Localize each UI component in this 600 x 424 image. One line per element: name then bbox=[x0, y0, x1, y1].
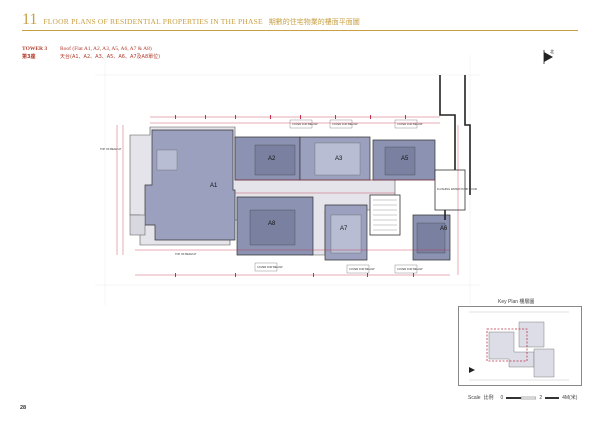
unit-a8: A8 bbox=[236, 196, 314, 256]
unit-label-a2: A2 bbox=[268, 156, 276, 162]
dimension-ticks bbox=[175, 115, 414, 277]
unit-label-a3: A3 bbox=[335, 156, 343, 162]
unit-label-a8: A8 bbox=[268, 221, 276, 227]
page-number: 28 bbox=[20, 405, 27, 411]
floor-plan-drawing: A1 A2 A3 A5 A8 A7 bbox=[95, 55, 480, 305]
unit-label-a6: A6 bbox=[440, 226, 448, 232]
scale-bar-graphic-2 bbox=[545, 396, 560, 399]
floor-label-zh: 天台(A1、A2、A3、A5、A6、A7及A8單位) bbox=[60, 54, 161, 60]
dimension-lines bbox=[116, 116, 459, 276]
plan-notes: COVER FOR BELOW COVER FOR BELOW COVER FO… bbox=[100, 119, 423, 274]
svg-text:TOP OF BEAM AT: TOP OF BEAM AT bbox=[100, 147, 122, 151]
floor-subtitle: TOWER 3 Roof (Flat A1, A2, A3, A5, A6, A7… bbox=[22, 45, 160, 61]
svg-text:北: 北 bbox=[550, 48, 554, 54]
svg-text:COVER FOR BELOW: COVER FOR BELOW bbox=[332, 122, 358, 126]
tower-label-zh: 第3座 bbox=[22, 54, 36, 60]
north-arrow-icon: 北 bbox=[543, 48, 554, 64]
floor-label-en: Roof (Flat A1, A2, A3, A5, A6, A7 & A8) bbox=[60, 46, 152, 52]
stair-core bbox=[369, 194, 401, 236]
scale-label-zh: 比例 bbox=[483, 395, 494, 401]
scale-bar-graphic bbox=[506, 396, 537, 399]
key-plan-diagram bbox=[458, 306, 582, 386]
unit-a6: A6 bbox=[412, 214, 451, 261]
svg-text:COVER FOR BELOW: COVER FOR BELOW bbox=[292, 122, 318, 126]
svg-text:COVER FOR BELOW: COVER FOR BELOW bbox=[349, 267, 375, 271]
header-rule bbox=[22, 30, 578, 31]
unit-a1: A1 bbox=[144, 129, 236, 241]
scale-tick-2: 2 bbox=[539, 394, 543, 401]
svg-text:COVER FOR BELOW: COVER FOR BELOW bbox=[397, 122, 423, 126]
unit-a2: A2 bbox=[234, 136, 301, 181]
pump-room-label: FLUSHING WATER PUMP ROOM bbox=[437, 187, 477, 191]
section-number: 11 bbox=[22, 11, 38, 28]
section-header: 11 FLOOR PLANS OF RESIDENTIAL PROPERTIES… bbox=[22, 12, 360, 28]
unit-label-a7: A7 bbox=[340, 226, 348, 232]
scale-tick-4: 4M(米) bbox=[562, 395, 578, 401]
scale-label-en: Scale bbox=[468, 394, 481, 401]
unit-label-a1: A1 bbox=[210, 183, 218, 189]
pump-room bbox=[434, 169, 466, 211]
key-plan-label: Key Plan 樓層圖 bbox=[498, 299, 535, 305]
svg-text:COVER FOR BELOW: COVER FOR BELOW bbox=[257, 265, 283, 269]
scale-tick-0: 0 bbox=[500, 394, 504, 401]
scale-bar-group: Scale 比例 0 2 4M(米) bbox=[468, 394, 578, 402]
svg-text:TOP OF BEAM AT: TOP OF BEAM AT bbox=[175, 252, 197, 256]
section-title-zh: 期數的住宅物業的樓面平面圖 bbox=[268, 18, 360, 26]
key-plan-north-icon bbox=[469, 367, 475, 373]
plan-gridlines bbox=[95, 55, 480, 305]
left-bay bbox=[129, 214, 146, 236]
svg-text:COVER FOR BELOW: COVER FOR BELOW bbox=[397, 267, 423, 271]
unit-a7: A7 bbox=[324, 204, 368, 261]
unit-a3: A3 bbox=[299, 136, 371, 181]
section-title-en: FLOOR PLANS OF RESIDENTIAL PROPERTIES IN… bbox=[43, 17, 263, 26]
tower-label-en: TOWER 3 bbox=[22, 46, 48, 52]
key-plan-highlight bbox=[486, 328, 528, 362]
unit-a5: A5 bbox=[372, 139, 436, 181]
unit-label-a5: A5 bbox=[401, 156, 409, 162]
